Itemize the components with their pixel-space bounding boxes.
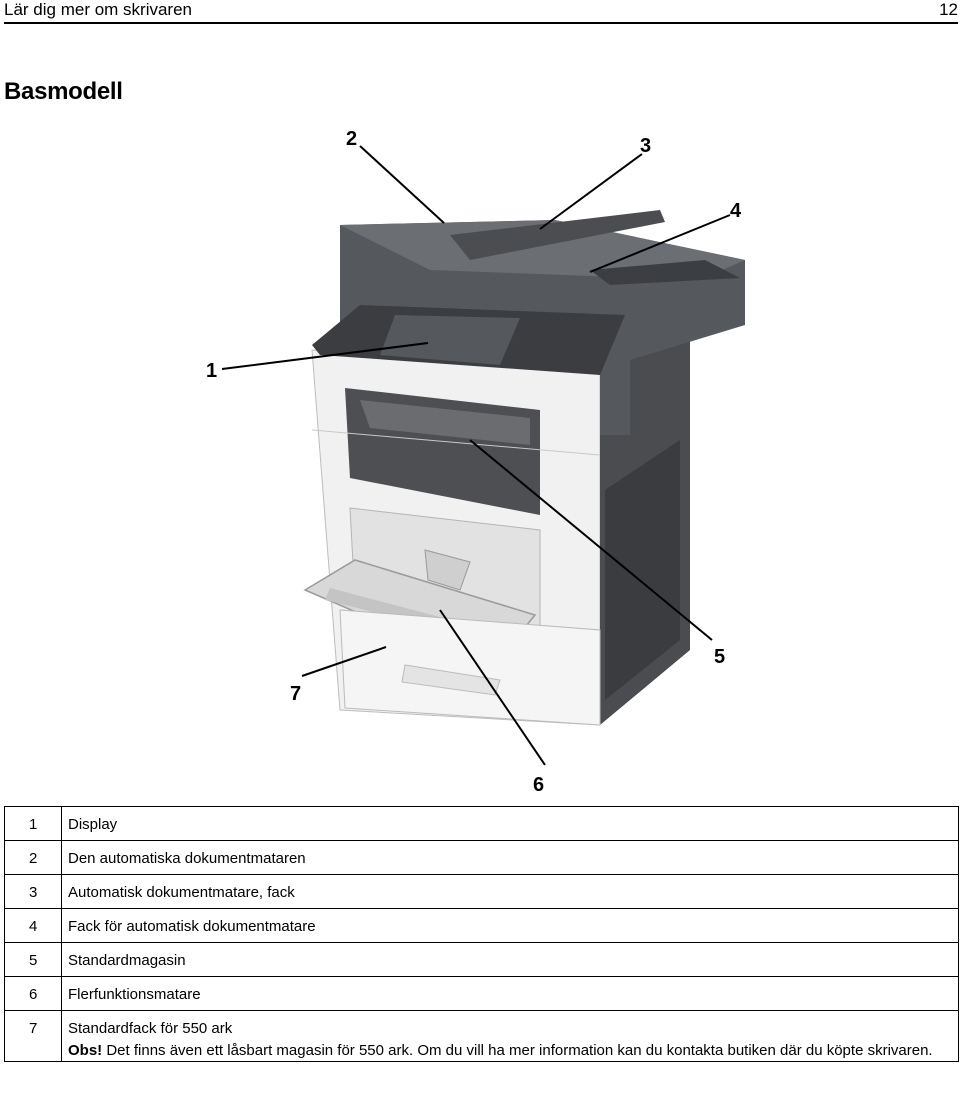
page-number: 12 bbox=[939, 0, 958, 19]
table-row: 7 Standardfack för 550 ark Obs! Det finn… bbox=[4, 1010, 959, 1062]
chapter-title: Lär dig mer om skrivaren bbox=[4, 0, 193, 19]
part-label: Den automatiska dokumentmataren bbox=[61, 840, 959, 875]
callout-7: 7 bbox=[290, 683, 301, 705]
part-label: Standardfack för 550 ark bbox=[68, 1020, 233, 1037]
callout-5: 5 bbox=[714, 646, 725, 668]
callout-4: 4 bbox=[730, 200, 742, 222]
part-number: 2 bbox=[4, 840, 62, 875]
part-number: 5 bbox=[4, 942, 62, 977]
table-row: 1 Display bbox=[4, 806, 959, 841]
callout-2: 2 bbox=[346, 128, 357, 150]
table-row: 5 Standardmagasin bbox=[4, 942, 959, 977]
page-header: Lär dig mer om skrivaren 12 bbox=[4, 0, 958, 24]
part-label: Automatisk dokumentmatare, fack bbox=[61, 874, 959, 909]
part-number: 3 bbox=[4, 874, 62, 909]
printer-figure: 1 2 3 4 5 6 7 bbox=[0, 110, 960, 800]
part-number: 7 bbox=[4, 1010, 62, 1062]
section-title: Basmodell bbox=[4, 78, 123, 105]
callout-3: 3 bbox=[640, 135, 651, 157]
part-number: 4 bbox=[4, 908, 62, 943]
part-label: Standardmagasin bbox=[61, 942, 959, 977]
part-number: 1 bbox=[4, 806, 62, 841]
table-row: 6 Flerfunktionsmatare bbox=[4, 976, 959, 1011]
part-label: Flerfunktionsmatare bbox=[61, 976, 959, 1011]
note-text: Det finns även ett låsbart magasin för 5… bbox=[102, 1042, 933, 1059]
parts-table: 1 Display 2 Den automatiska dokumentmata… bbox=[4, 806, 959, 1062]
part-label: Display bbox=[68, 816, 118, 833]
part-label: Fack för automatisk dokumentmatare bbox=[61, 908, 959, 943]
table-row: 4 Fack för automatisk dokumentmatare bbox=[4, 908, 959, 943]
callout-1: 1 bbox=[206, 360, 217, 382]
note: Obs! Det finns även ett låsbart magasin … bbox=[68, 1037, 958, 1061]
note-prefix: Obs! bbox=[68, 1042, 103, 1059]
callout-6: 6 bbox=[533, 774, 544, 796]
printer-illustration: 1 2 3 4 5 6 7 bbox=[206, 128, 745, 796]
table-row: 3 Automatisk dokumentmatare, fack bbox=[4, 874, 959, 909]
part-number: 6 bbox=[4, 976, 62, 1011]
table-row: 2 Den automatiska dokumentmataren bbox=[4, 840, 959, 875]
part-label-with-note: Standardfack för 550 ark Obs! Det finns … bbox=[61, 1010, 959, 1062]
